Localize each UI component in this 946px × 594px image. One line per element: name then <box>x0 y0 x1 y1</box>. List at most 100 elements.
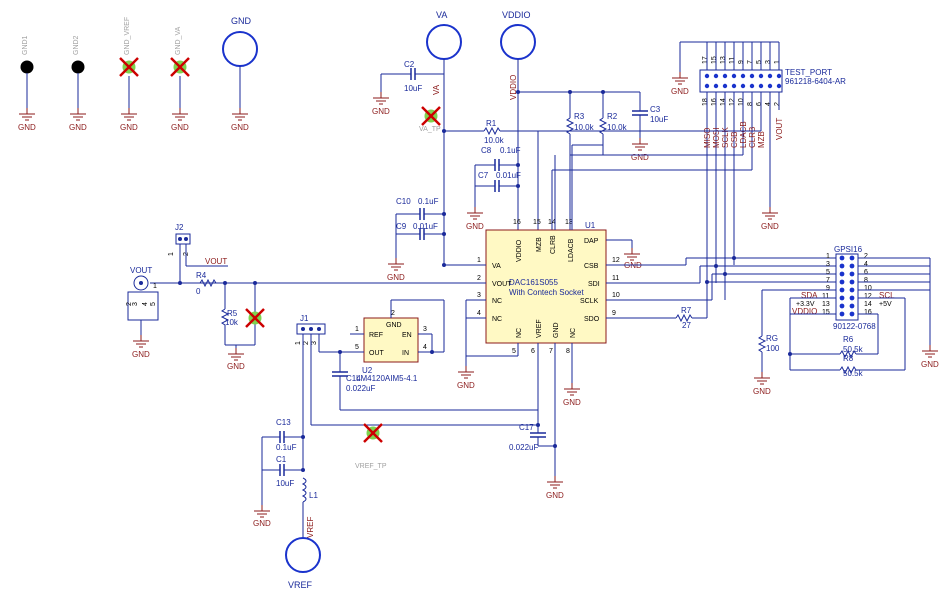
r8-ref: R8 <box>843 354 854 363</box>
gnd-label: GND <box>563 398 581 407</box>
gpsi-pin: 7 <box>826 277 830 284</box>
gpsi-pin: 2 <box>864 253 868 260</box>
r6-ref: R6 <box>843 335 854 344</box>
u1-pin-name: SDO <box>584 316 600 323</box>
rg-value: 100 <box>766 344 780 353</box>
c14-ref: C14 <box>346 374 361 383</box>
u1-pin-name: VREF <box>536 319 543 338</box>
header-pin-dot <box>849 279 855 285</box>
l1-inductor: L1 VREF <box>301 477 318 538</box>
gpsi-pin: 4 <box>864 261 868 268</box>
u1-pin-name: GND <box>553 322 560 338</box>
u1-name: DAC161S055 <box>509 278 558 287</box>
gpsi-pin: 1 <box>826 253 830 260</box>
u2-name: LM4120AIM5-4.1 <box>356 374 418 383</box>
header-pin-dot <box>722 83 728 89</box>
gpsi16-header: GPSI16 1 3 5 7 9 11 13 15 2 4 6 8 10 12 … <box>762 245 939 370</box>
c10-value: 0.1uF <box>418 197 439 206</box>
u2-pin-num: 2 <box>391 310 395 317</box>
header-pin-dot <box>758 83 764 89</box>
gnd-va-label: GND_VA <box>175 26 182 55</box>
coax-pin: 4 <box>142 302 149 306</box>
va-port: VA VA <box>426 10 462 265</box>
c3-capacitor: GND C3 10uF <box>631 92 668 162</box>
gnd-vref-testpoint: GND_VREF GND <box>118 17 140 132</box>
j2-ref: J2 <box>175 223 184 232</box>
r4-resistor: R4 0 <box>196 271 217 296</box>
gnd-label: GND <box>631 153 649 162</box>
u1-pin-name: CLRB <box>550 235 557 254</box>
vref-tp-label: VREF_TP <box>355 463 387 470</box>
r5-value: 10k <box>225 318 239 327</box>
header-pin-dot <box>849 295 855 301</box>
header-pin-dot <box>740 83 746 89</box>
vddio-net-label: VDDIO <box>509 75 518 100</box>
tp-signal: MZB <box>757 131 766 148</box>
gnd-label: GND <box>231 123 249 132</box>
header-pin-dot <box>713 83 719 89</box>
r7-ref: R7 <box>681 306 692 315</box>
header-pin-dot <box>767 83 773 89</box>
u2-pin-name: OUT <box>369 350 385 357</box>
header-pin-dot <box>776 83 782 89</box>
header-pin-dot <box>849 311 855 317</box>
test-port-pin: 11 <box>729 57 736 64</box>
test-port-pin: 1 <box>774 60 781 64</box>
c9-capacitor: C9 0.01uF <box>396 222 444 241</box>
header-pin-dot <box>839 279 845 285</box>
c7-value: 0.01uF <box>496 171 521 180</box>
u1-pin-name: CSB <box>584 263 599 270</box>
header-pin-dot <box>704 83 710 89</box>
gnd-port-label: GND <box>231 16 252 26</box>
header-pin-dot <box>839 303 845 309</box>
gpsi-pin: 15 <box>822 309 830 316</box>
c17-ref: C17 <box>519 423 534 432</box>
test-port-pin: 16 <box>711 98 718 106</box>
u1-note: With Contech Socket <box>509 288 584 297</box>
r2-resistor: R2 10.0k <box>599 92 628 155</box>
gnd-label: GND <box>227 362 245 371</box>
u1-pin-num: 5 <box>512 348 516 355</box>
gnd-label: GND <box>132 350 150 359</box>
r7-value: 27 <box>682 321 691 330</box>
u1-pin-num: 15 <box>533 219 541 226</box>
test-port-pin: 10 <box>738 98 745 106</box>
gpsi-right-net: +5V <box>879 301 892 308</box>
u2-pin-num: 1 <box>355 326 359 333</box>
r6-value: 50.5k <box>843 345 864 354</box>
u1-pin-num: 2 <box>477 275 481 282</box>
u1-ref: U1 <box>585 221 596 230</box>
header-pin-dot <box>704 73 710 79</box>
c14-capacitor: C14 0.022uF <box>331 350 375 400</box>
c17-value: 0.022uF <box>509 443 538 452</box>
vddio-port: VDDIO VDDIO <box>500 10 536 230</box>
c9-value: 0.01uF <box>413 222 438 231</box>
u1-pin-name: SCLK <box>580 298 599 305</box>
header-pin-dot <box>849 255 855 261</box>
vref-port-label: VREF <box>288 580 313 590</box>
c2-capacitor: GND C2 10uF <box>372 60 444 116</box>
c14-value: 0.022uF <box>346 384 375 393</box>
r5-ref: R5 <box>227 309 238 318</box>
u1-pin-name: NC <box>516 328 523 338</box>
gnd-label: GND <box>457 381 475 390</box>
gpsi-pin: 8 <box>864 277 868 284</box>
test-port-part: 961218-6404-AR <box>785 77 846 86</box>
tp-signal: CLRB <box>748 127 757 148</box>
header-pin-dot <box>722 73 728 79</box>
test-port-pin: 2 <box>774 102 781 106</box>
u1-pin-num: 3 <box>477 292 481 299</box>
gnd-va-testpoint: GND_VA GND <box>169 26 191 132</box>
gnd-label: GND <box>253 519 271 528</box>
j1-ref: J1 <box>300 314 309 323</box>
gnd-label: GND <box>761 222 779 231</box>
r1-value: 10.0k <box>484 136 505 145</box>
gnd-label: GND <box>18 123 36 132</box>
u1-pin-name: NC <box>492 298 502 305</box>
vref-port: VREF <box>285 537 321 590</box>
coax-pin: 2 <box>126 302 133 306</box>
test-port-pin: 12 <box>729 98 736 106</box>
va-testpoint: VA_TP <box>419 105 442 133</box>
vref-net-label: VREF <box>306 517 315 538</box>
